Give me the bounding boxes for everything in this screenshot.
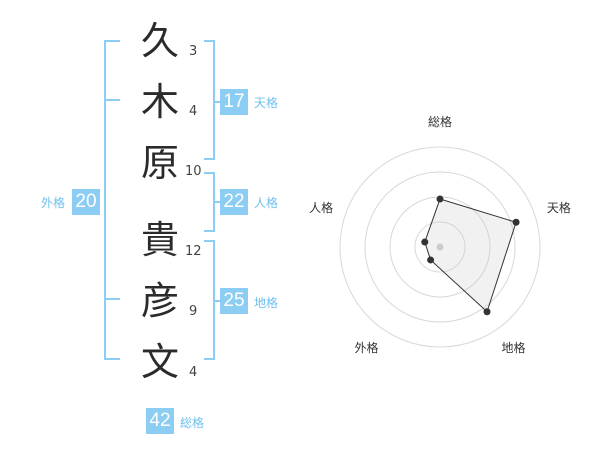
gaikaku-label: 外格 xyxy=(41,196,66,210)
stroke-count-2: 4 xyxy=(189,104,198,119)
radar-axis-label-tenkaku: 天格 xyxy=(546,201,571,216)
radar-axis-label-jinkaku: 人格 xyxy=(309,201,334,216)
radar-point-0 xyxy=(436,195,444,203)
radar-center-point xyxy=(436,243,444,251)
radar-point-1 xyxy=(512,218,520,226)
radar-axis-label-gaikaku: 外格 xyxy=(354,341,379,356)
gaikaku-bracket-tick-2 xyxy=(104,298,120,300)
gaikaku-bracket-vertical xyxy=(104,40,106,360)
chikaku-bracket-bottom xyxy=(204,358,215,360)
chikaku-value: 25 xyxy=(220,288,248,314)
name-char-5: 彦 xyxy=(140,279,179,323)
gaikaku-value: 20 xyxy=(72,189,100,215)
name-char-2: 木 xyxy=(140,80,179,124)
gaikaku-bracket-bottom xyxy=(104,358,120,360)
tenkaku-value: 17 xyxy=(220,89,248,115)
stroke-count-6: 4 xyxy=(189,365,198,380)
stroke-count-4: 12 xyxy=(185,244,202,259)
radar-axis-label-soukaku: 総格 xyxy=(428,115,453,129)
gaikaku-bracket-tick-1 xyxy=(104,99,120,101)
chikaku-label: 地格 xyxy=(254,296,279,310)
jinkaku-label: 人格 xyxy=(254,196,279,210)
soukaku-value: 42 xyxy=(146,408,174,434)
stroke-count-1: 3 xyxy=(189,44,198,59)
jinkaku-bracket-bottom xyxy=(204,230,215,232)
name-char-1: 久 xyxy=(140,19,179,63)
tenkaku-bracket-top xyxy=(204,40,215,42)
tenkaku-bracket-vertical xyxy=(213,40,215,160)
radar-axis-label-chikaku: 地格 xyxy=(501,341,526,356)
stroke-count-3: 10 xyxy=(185,164,202,179)
jinkaku-bracket-connector xyxy=(213,201,221,203)
radar-point-3 xyxy=(427,256,435,264)
radar-point-2 xyxy=(483,308,491,316)
name-char-6: 文 xyxy=(140,340,179,384)
name-char-4: 貴 xyxy=(140,218,179,262)
tenkaku-bracket-connector xyxy=(213,101,221,103)
radar-ring-4 xyxy=(339,146,541,348)
gaikaku-bracket-top xyxy=(104,40,120,42)
name-char-3: 原 xyxy=(140,141,179,185)
soukaku-label: 総格 xyxy=(180,416,205,430)
tenkaku-bracket-bottom xyxy=(204,158,215,160)
stroke-count-5: 9 xyxy=(189,304,198,319)
tenkaku-label: 天格 xyxy=(254,96,279,110)
radar-data-polygon xyxy=(424,198,517,313)
radar-ring-1 xyxy=(414,221,466,273)
chikaku-bracket-connector xyxy=(213,300,221,302)
chikaku-bracket-top xyxy=(204,240,215,242)
radar-ring-3 xyxy=(364,171,516,323)
radar-point-4 xyxy=(421,238,429,246)
jinkaku-bracket-top xyxy=(204,172,215,174)
jinkaku-value: 22 xyxy=(220,189,248,215)
